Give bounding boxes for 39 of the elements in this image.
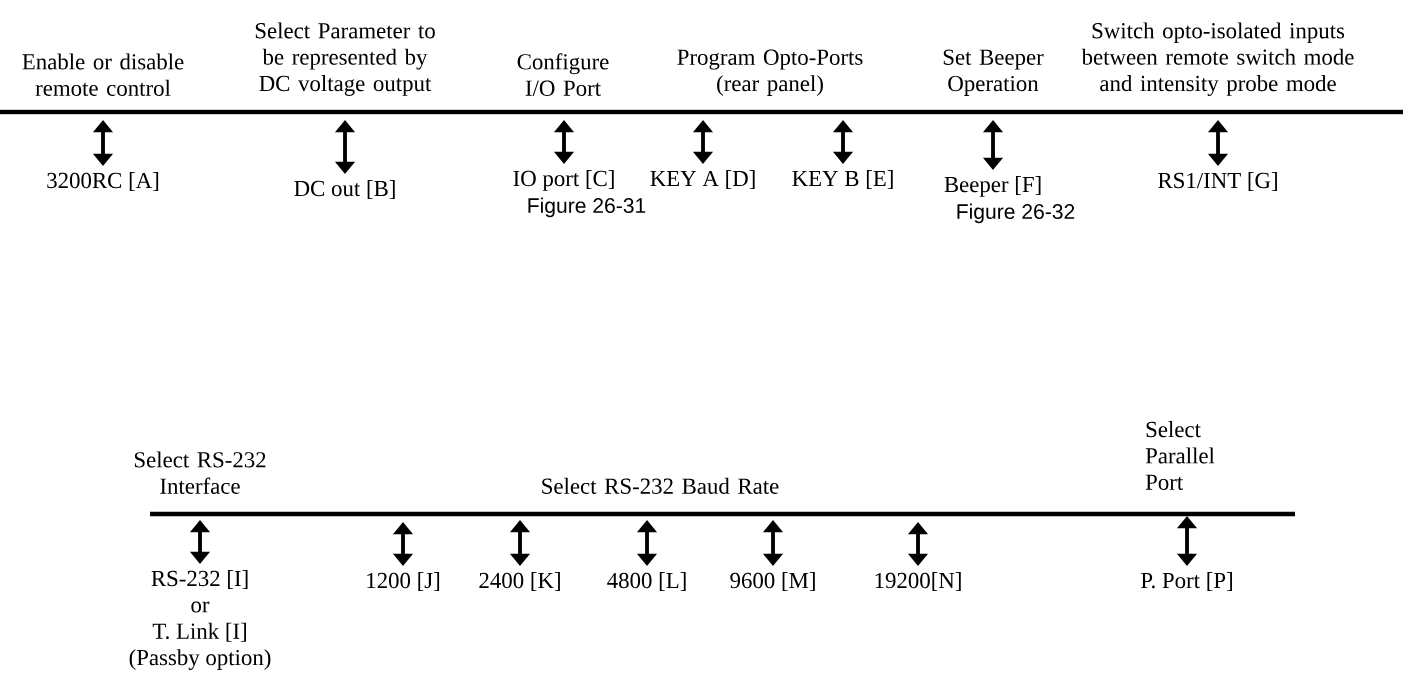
key-label: IO port [C] <box>513 170 614 191</box>
key-label: DC out [B] <box>294 180 395 199</box>
description-label: Select Parameter to be represented by DC voltage output <box>255 22 435 96</box>
description-label: Select Parallel Port <box>1145 421 1215 490</box>
description-label: Enable or disable remote control <box>22 53 184 96</box>
key-label: KEY A [D] <box>650 170 755 189</box>
description-label: Switch opto-isolated inputs between remote switch mode and intensity probe mode <box>1081 22 1354 96</box>
figure-reference: Figure 26-32 <box>957 203 1075 224</box>
double-arrow <box>692 120 714 164</box>
double-arrow <box>189 520 211 564</box>
key-label: RS1/INT [G] <box>1158 172 1277 191</box>
description-label: Select RS-232 Baud Rate <box>542 477 779 494</box>
description-label: Set Beeper Operation <box>943 49 1044 96</box>
key-label: 3200RC [A] <box>47 172 159 191</box>
double-arrow <box>392 522 414 566</box>
double-arrow <box>92 120 114 166</box>
key-label: KEY B [E] <box>792 170 893 189</box>
double-arrow <box>907 522 929 566</box>
double-arrow <box>636 520 658 566</box>
double-arrow <box>334 120 356 174</box>
key-label: P. Port [P] <box>1141 572 1232 592</box>
key-label: 1200 [J] <box>367 572 440 592</box>
double-arrow <box>1207 120 1229 166</box>
double-arrow <box>1176 516 1198 566</box>
description-label: Select RS-232 Interface <box>134 451 266 494</box>
key-label: RS-232 [I] or T. Link [I] (Passby option) <box>129 570 271 670</box>
key-label: 4800 [L] <box>607 572 686 592</box>
double-arrow <box>982 120 1004 170</box>
description-label: Program Opto-Ports (rear panel) <box>677 49 863 96</box>
double-arrow <box>762 520 784 566</box>
double-arrow <box>509 520 531 566</box>
double-arrow <box>832 120 854 164</box>
key-label: 19200[N] <box>875 572 961 592</box>
key-label: Beeper [F] <box>944 176 1041 197</box>
figure-reference: Figure 26-31 <box>528 197 646 218</box>
key-label: 9600 [M] <box>730 572 815 592</box>
description-label: Configure I/O Port <box>517 53 609 96</box>
double-arrow <box>553 120 575 164</box>
key-label: 2400 [K] <box>479 572 560 592</box>
